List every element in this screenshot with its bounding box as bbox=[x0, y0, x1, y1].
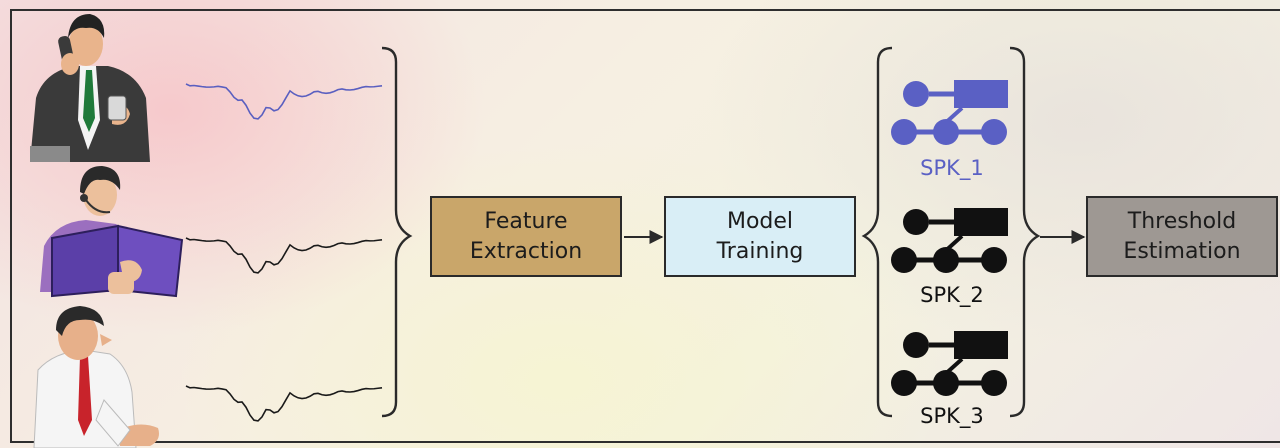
spk-2-label: SPK_2 bbox=[920, 283, 984, 307]
speech-waveform-2 bbox=[185, 237, 383, 274]
spk-3-model-icon bbox=[891, 331, 1008, 396]
models-close-brace bbox=[1009, 46, 1041, 418]
input-brace bbox=[381, 46, 413, 418]
threshold-estimation-label: Threshold Estimation bbox=[1123, 208, 1241, 264]
spk-2-model-icon bbox=[891, 208, 1008, 273]
models-open-brace bbox=[861, 46, 893, 418]
spk-3-label: SPK_3 bbox=[920, 404, 984, 428]
feature-extraction-label: Feature Extraction bbox=[469, 208, 583, 264]
diagram-frame bbox=[10, 9, 1280, 443]
spk-1-label: SPK_1 bbox=[920, 156, 984, 180]
speaker-with-headset-reading-icon bbox=[40, 166, 184, 298]
speaker-on-phone-icon bbox=[30, 14, 150, 162]
feature-extraction-box: Feature Extraction bbox=[430, 196, 622, 277]
model-training-box: Model Training bbox=[664, 196, 856, 277]
speech-waveform-1 bbox=[185, 83, 383, 120]
spk-1-model-icon bbox=[891, 80, 1008, 145]
speech-waveform-3 bbox=[185, 385, 383, 422]
model-training-label: Model Training bbox=[716, 208, 804, 264]
speaker-talking-icon bbox=[33, 306, 159, 448]
threshold-estimation-box: Threshold Estimation bbox=[1086, 196, 1278, 277]
